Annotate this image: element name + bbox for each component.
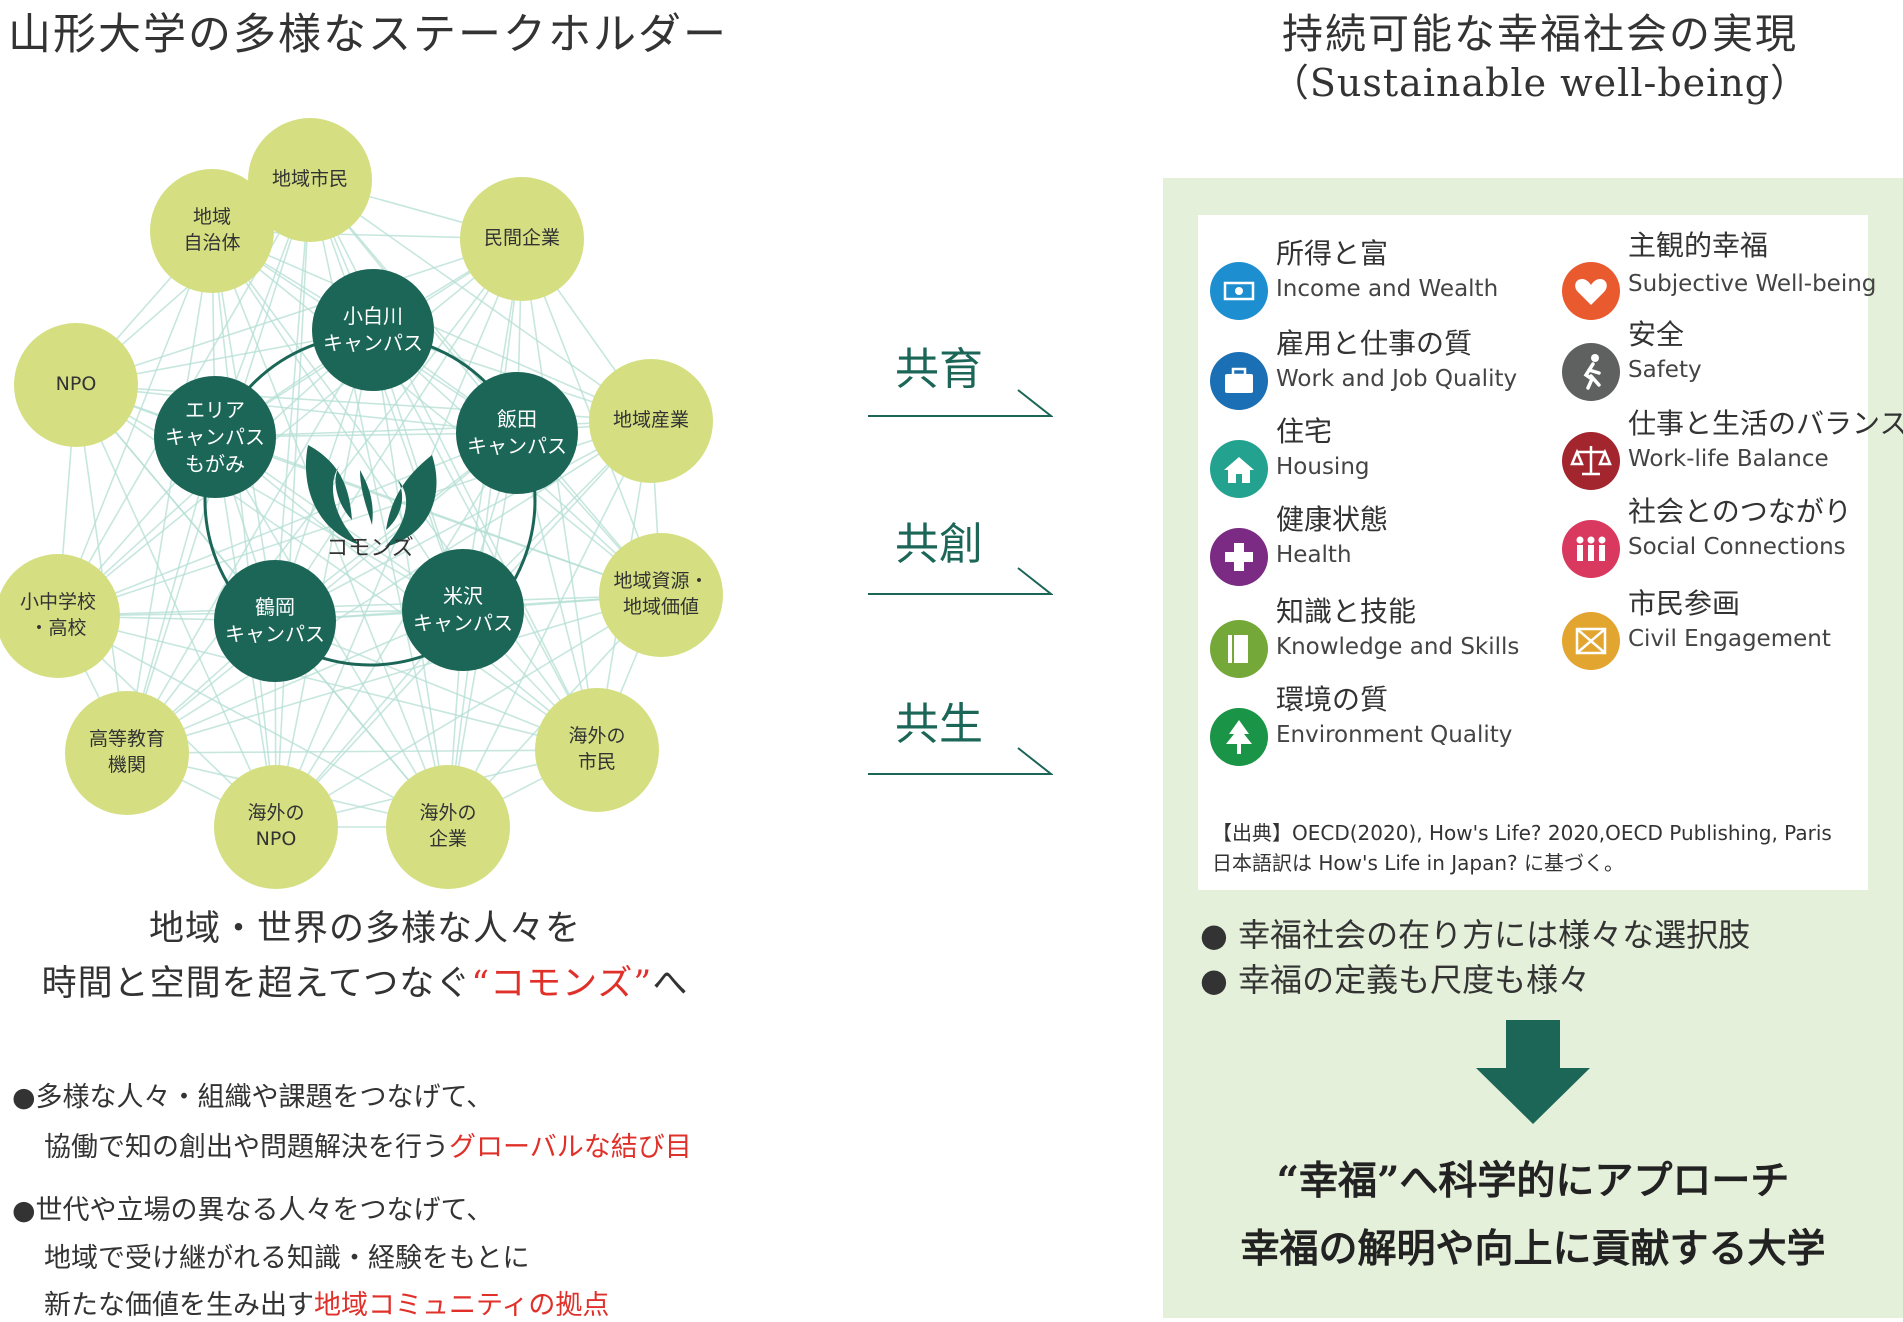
stakeholder-node-local-citizens: 地域市民 — [248, 118, 372, 242]
network-connection-line — [75, 238, 523, 386]
stakeholder-node-overseas-citizens: 海外の 市民 — [535, 688, 659, 812]
network-connection-line — [309, 179, 652, 422]
left-bullet2-line3: 新たな価値を生み出す地域コミュニティの拠点 — [44, 1290, 610, 1321]
left-bullet2-line2: 地域で受け継がれる知識・経験をもとに — [44, 1243, 530, 1274]
network-connection-line — [309, 179, 464, 611]
conclusion-line1: “幸福”へ科学的にアプローチ — [1276, 1158, 1790, 1204]
network-connection-line — [57, 615, 449, 828]
arrow-right-icon — [868, 567, 1053, 595]
commons-statement-line2: 時間と空間を超えてつなぐ“コモンズ”へ — [41, 964, 689, 1004]
network-connection-line — [211, 230, 464, 611]
stakeholder-network: 地域市民 民間企業 地域産業 地域資源・ 地域価値 海外の 市民 海外の 企業 … — [0, 118, 723, 889]
network-connection-line — [214, 436, 662, 596]
right-title: 持続可能な幸福社会の実現 — [1282, 10, 1798, 58]
commons-statement-line1: 地域・世界の多様な人々を — [148, 909, 581, 949]
network-connection-line — [521, 238, 598, 751]
heart-icon — [1562, 262, 1620, 320]
oecd-indicators-box — [1198, 215, 1868, 890]
source-citation: 【出典】OECD(2020), How's Life? 2020,OECD Pu… — [1212, 821, 1832, 845]
stakeholder-node-local-resources: 地域資源・ 地域価値 — [599, 533, 723, 657]
right-subtitle: （Sustainable well-being） — [1270, 61, 1810, 105]
tree-icon — [1210, 708, 1268, 766]
running-person-icon — [1562, 343, 1620, 401]
network-connection-line — [126, 230, 213, 754]
network-connection-line — [126, 420, 652, 754]
network-connection-line — [126, 749, 598, 754]
stakeholder-node-higher-education: 高等教育 機関 — [65, 691, 189, 815]
stakeholder-node-local-industry: 地域産業 — [589, 359, 713, 483]
label-co-creation: 共創 — [895, 519, 983, 570]
down-arrow-icon — [1476, 1020, 1590, 1124]
book-icon — [1210, 620, 1268, 678]
right-bullet1: ● 幸福社会の在り方には様々な選択肢 — [1200, 916, 1751, 954]
campus-node-kojirakawa: 小白川 キャンパス — [312, 269, 434, 391]
commons-label: コモンズ — [326, 536, 414, 561]
network-connection-line — [214, 420, 652, 438]
commons-logo-icon — [305, 445, 437, 547]
left-bullet1-line2: 協働で知の創出や問題解決を行うグローバルな結び目 — [44, 1132, 692, 1163]
campus-node-yonezawa: 米沢 キャンパス — [402, 549, 524, 671]
network-connection-line — [275, 432, 518, 828]
network-connection-line — [75, 384, 277, 828]
commons-highlight: “コモンズ” — [471, 964, 653, 1004]
right-bullet2: ● 幸福の定義も尺度も様々 — [1200, 961, 1591, 999]
people-icon — [1562, 520, 1620, 578]
left-bullet1-line1: ●多様な人々・組織や課題をつなげて、 — [12, 1082, 494, 1113]
network-connection-line — [211, 230, 449, 828]
network-connection-line — [126, 594, 662, 754]
network-connection-line — [275, 329, 374, 828]
campus-node-mogami: エリア キャンパス もがみ — [154, 376, 276, 498]
label-co-education: 共育 — [895, 344, 983, 395]
network-connection-line — [447, 420, 652, 828]
stakeholder-node-private-companies: 民間企業 — [460, 177, 584, 301]
stakeholder-node-overseas-companies: 海外の 企業 — [386, 765, 510, 889]
network-connection-line — [75, 384, 464, 611]
arrow-right-icon — [868, 747, 1053, 775]
house-icon — [1210, 440, 1268, 498]
campus-node-tsuruoka: 鶴岡 キャンパス — [214, 560, 336, 682]
briefcase-icon — [1210, 352, 1268, 410]
network-connection-line — [57, 230, 213, 617]
network-connection-line — [211, 230, 662, 596]
network-connection-line — [126, 329, 374, 754]
arrow-right-icon — [868, 389, 1053, 417]
label-co-existence: 共生 — [895, 699, 983, 750]
left-title: 山形大学の多様なステークホルダー — [8, 10, 728, 60]
network-connection-line — [211, 230, 277, 828]
conclusion-line2: 幸福の解明や向上に貢献する大学 — [1240, 1226, 1826, 1272]
network-connection-line — [57, 432, 518, 617]
money-icon — [1210, 262, 1268, 320]
left-bullet2-line1: ●世代や立場の異なる人々をつなげて、 — [12, 1195, 494, 1226]
network-connection-line — [75, 384, 518, 434]
scales-icon — [1562, 432, 1620, 490]
source-note: 日本語訳は How's Life in Japan? に基づく。 — [1212, 851, 1625, 875]
stakeholder-node-schools: 小中学校 ・高校 — [0, 554, 120, 678]
campus-node-iida: 飯田 キャンパス — [456, 372, 578, 494]
stakeholder-node-overseas-npo: 海外の NPO — [214, 765, 338, 889]
cross-icon — [1210, 528, 1268, 586]
ballot-icon — [1562, 612, 1620, 670]
stakeholder-node-npo: NPO — [14, 323, 138, 447]
stakeholder-node-local-government: 地域 自治体 — [150, 169, 274, 293]
